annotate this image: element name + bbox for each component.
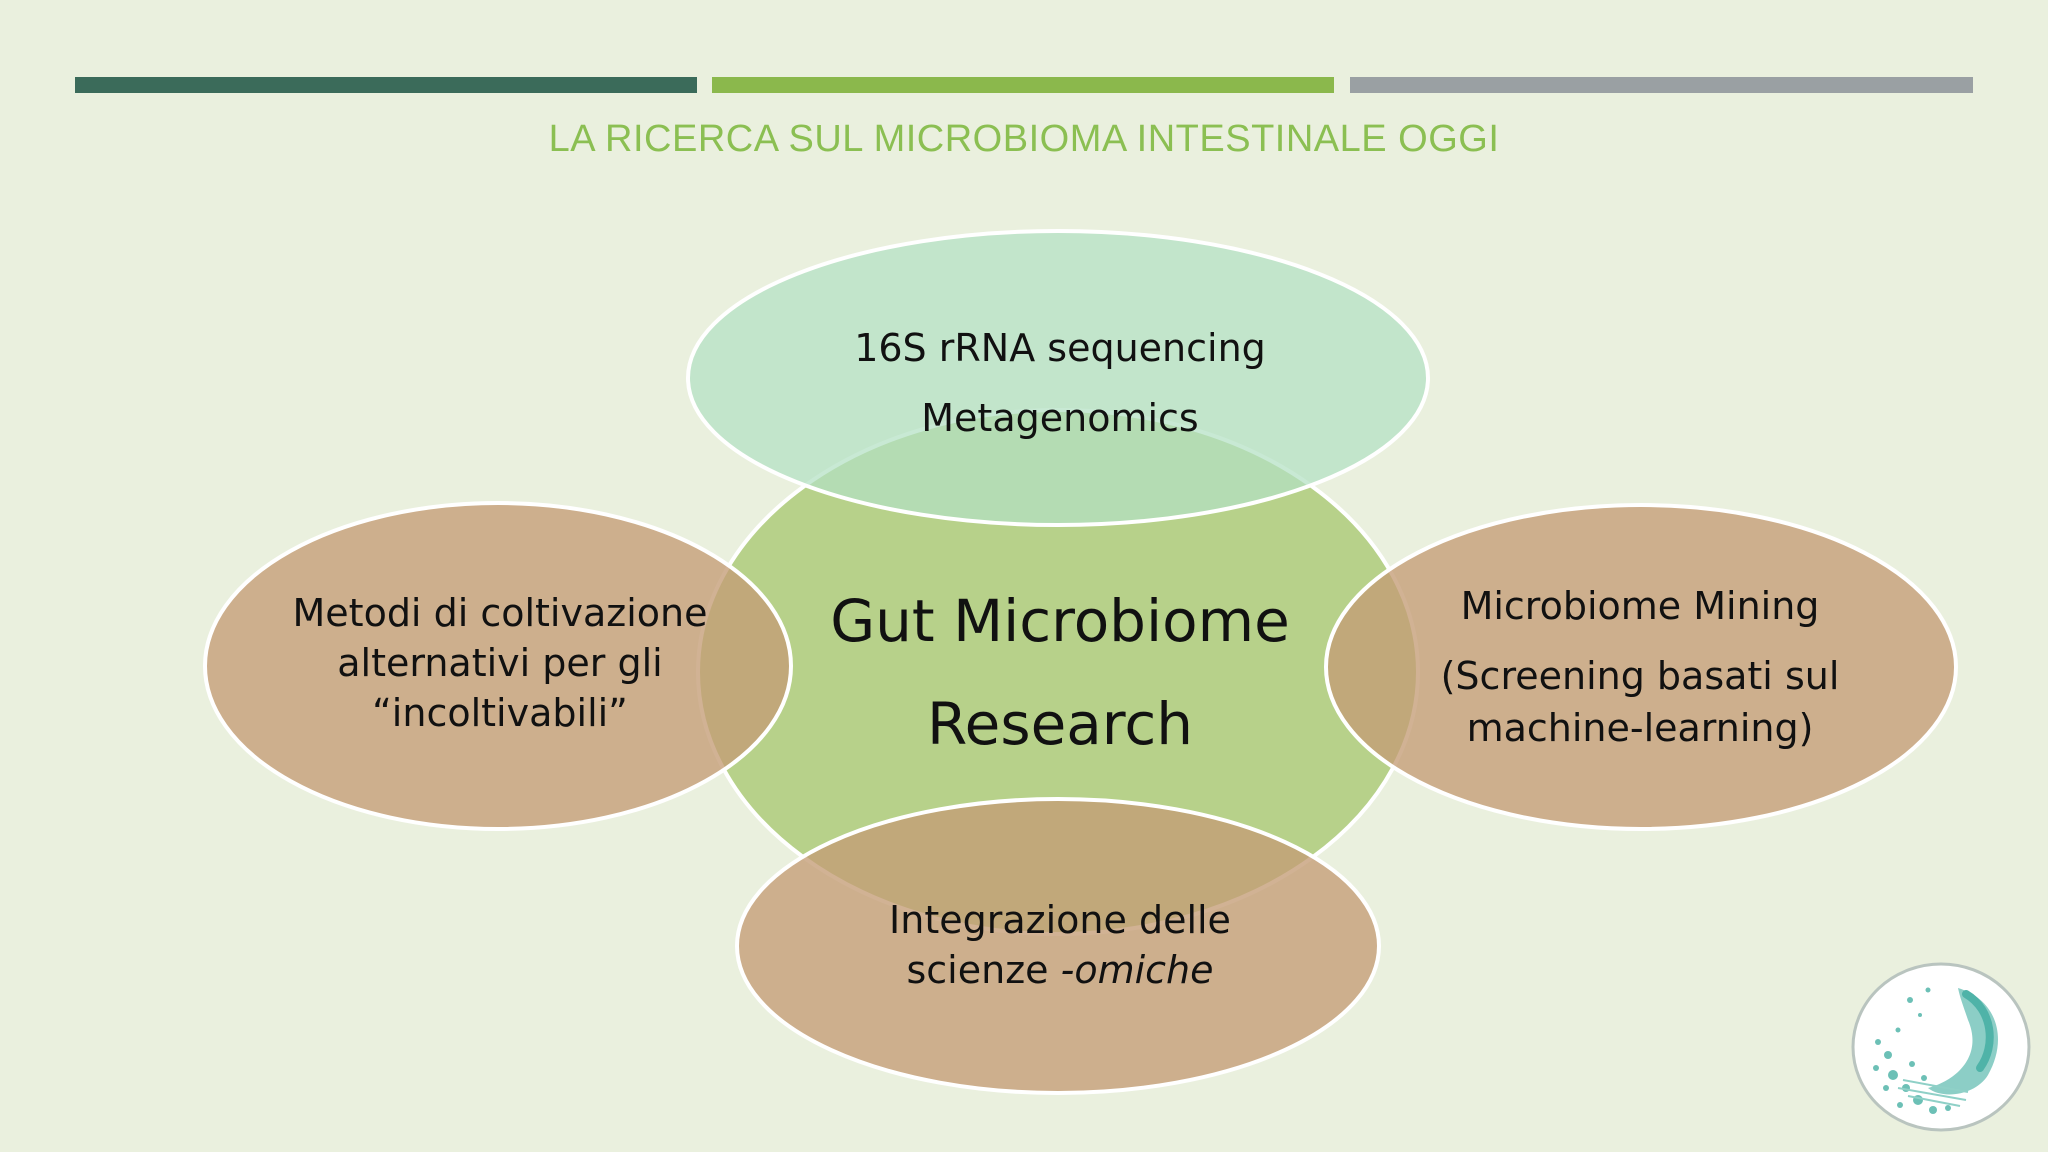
bottom-label-line2-italic: -omiche [1060,948,1214,992]
header-bar-dark [75,77,697,93]
bottom-label-line2-prefix: scienze [906,948,1061,992]
center-label-line1: Gut Microbiome [830,587,1290,655]
header-bar-green [712,77,1334,93]
right-label-line2: (Screening basati sul [1440,654,1840,698]
bottom-label: Integrazione delle scienze -omiche [810,895,1310,995]
left-label: Metodi di coltivazione alternativi per g… [250,588,750,738]
top-ellipse [686,229,1430,527]
bottom-ellipse [735,797,1381,1095]
left-label-line2: alternativi per gli [337,641,663,685]
center-label-line2: Research [926,690,1194,758]
top-label-line2: Metagenomics [921,396,1199,440]
right-label-line1: Microbiome Mining [1460,584,1820,628]
right-label-line3: machine-learning) [1466,706,1814,750]
right-ellipse [1324,503,1958,831]
right-label: Microbiome Mining (Screening basati sul … [1390,580,1890,754]
top-label: 16S rRNA sequencing Metagenomics [760,313,1360,453]
left-label-line1: Metodi di coltivazione [292,591,708,635]
top-label-line1: 16S rRNA sequencing [854,326,1266,370]
center-label: Gut Microbiome Research [780,570,1340,776]
bacteria-logo-icon [1851,962,2031,1132]
header-bar-gray [1350,77,1973,93]
bottom-label-line2: scienze -omiche [810,945,1310,995]
left-ellipse [203,501,793,831]
slide-title: LA RICERCA SUL MICROBIOMA INTESTINALE OG… [548,118,1500,160]
left-label-line3: “incoltivabili” [372,691,628,735]
bottom-label-line1: Integrazione delle [889,898,1231,942]
